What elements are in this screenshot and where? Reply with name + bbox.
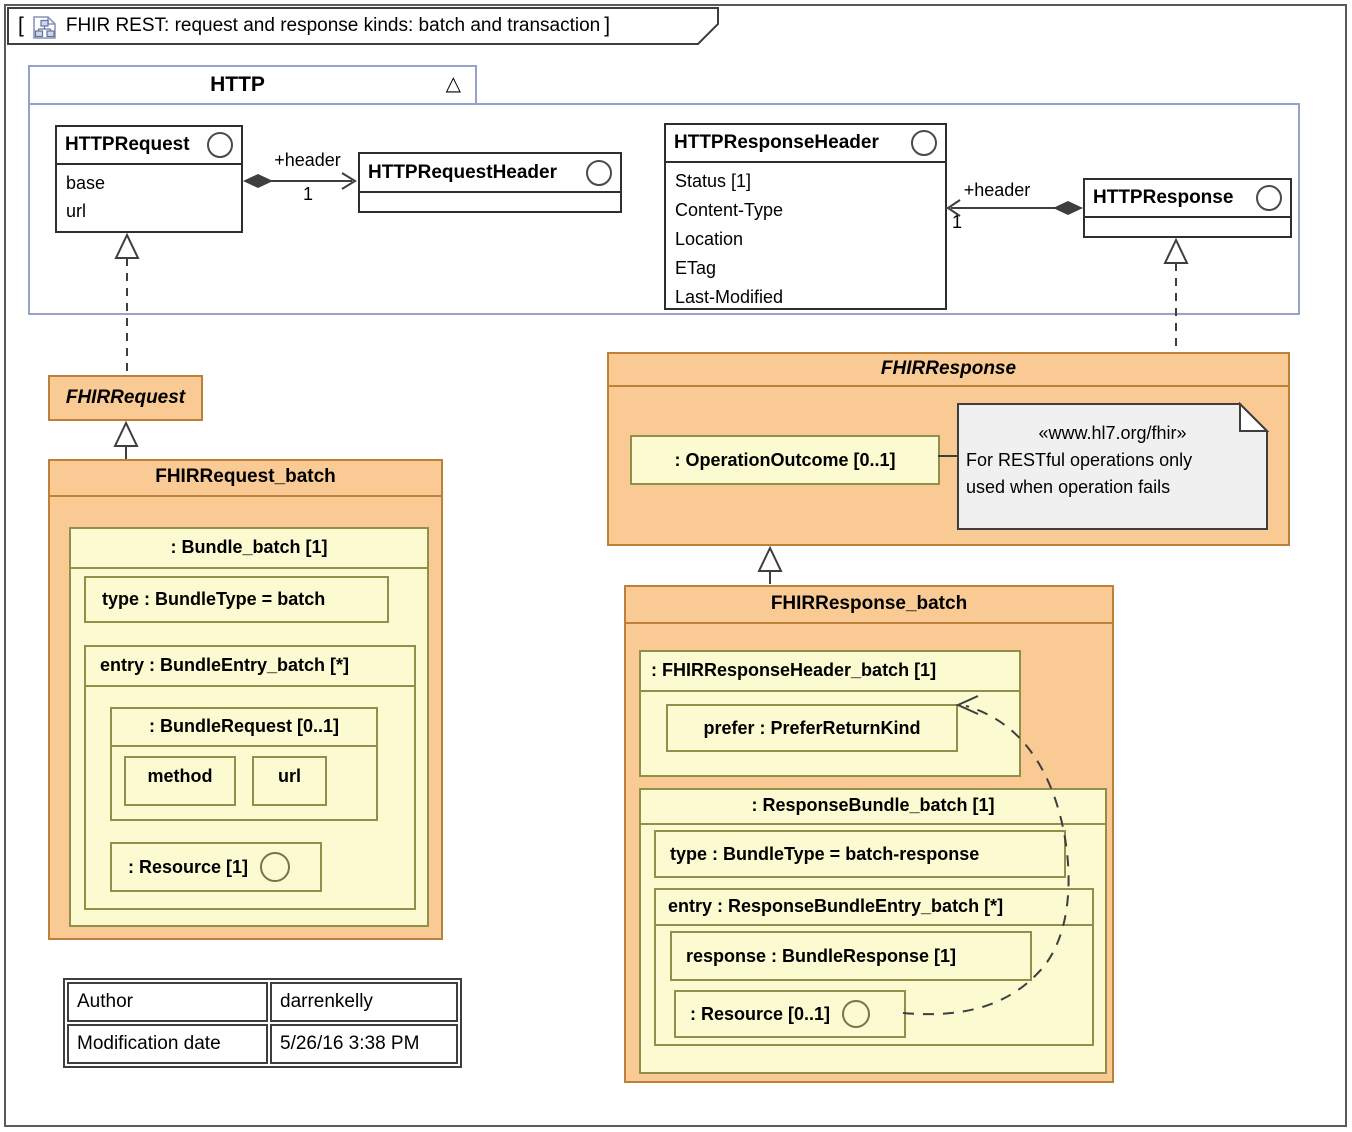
class-fhir-response-name: FHIRResponse <box>609 354 1288 387</box>
class-fhir-response-batch[interactable]: FHIRResponse_batch : FHIRResponseHeader_… <box>624 585 1114 1083</box>
part-resource-request[interactable]: : Resource [1] <box>110 842 322 892</box>
http-package-tab[interactable]: HTTP △ <box>28 65 477 105</box>
class-http-response-header-name: HTTPResponseHeader <box>674 132 879 153</box>
part-url[interactable]: url <box>252 756 327 806</box>
interface-ball-icon <box>586 159 612 186</box>
class-http-request[interactable]: HTTPRequest base url <box>55 125 243 233</box>
part-bundle-response-label: response : BundleResponse [1] <box>686 945 957 966</box>
note-stereotype: «www.hl7.org/fhir» <box>1038 423 1187 443</box>
request-header-role-label: +header <box>274 150 341 170</box>
collapse-triangle-icon[interactable]: △ <box>445 73 461 95</box>
class-http-response-name: HTTPResponse <box>1093 187 1234 208</box>
interface-ball-icon <box>207 132 233 158</box>
note-line: used when operation fails <box>966 477 1171 497</box>
class-fhir-request-batch-name: FHIRRequest_batch <box>50 461 441 497</box>
part-method-label: method <box>147 766 213 786</box>
attribute: Last-Modified <box>675 287 784 307</box>
class-http-request-header-name: HTTPRequestHeader <box>368 161 557 183</box>
part-bundle-request[interactable]: : BundleRequest [0..1] method url <box>110 707 378 821</box>
part-response-bundle-entry[interactable]: entry : ResponseBundleEntry_batch [*] re… <box>654 888 1094 1046</box>
attribute: Status [1] <box>675 171 752 191</box>
info-moddate-value: 5/26/16 3:38 PM <box>270 1024 458 1064</box>
part-prefer-label: prefer : PreferReturnKind <box>703 717 921 738</box>
class-fhir-response-batch-name: FHIRResponse_batch <box>626 587 1112 624</box>
interface-ball-icon <box>1256 185 1282 211</box>
class-fhir-request[interactable]: FHIRRequest <box>48 375 203 421</box>
class-fhir-request-name: FHIRRequest <box>65 387 186 408</box>
part-resource-response-label: : Resource [0..1] <box>690 1003 831 1024</box>
class-http-request-name: HTTPRequest <box>65 134 190 155</box>
part-response-bundle-type-label: type : BundleType = batch-response <box>670 843 980 864</box>
part-resource-request-label: : Resource [1] <box>128 856 249 877</box>
attribute: base <box>66 173 106 193</box>
part-fhir-response-header-batch-title: : FHIRResponseHeader_batch [1] <box>641 652 1019 692</box>
response-header-multiplicity-label: 1 <box>952 212 963 232</box>
diagram-frame <box>4 4 1347 1127</box>
class-diagram-icon <box>33 16 56 39</box>
class-http-response-header[interactable]: HTTPResponseHeader Status [1] Content-Ty… <box>664 123 947 310</box>
info-author-value: darrenkelly <box>270 982 458 1022</box>
frame-title-tab-shape <box>7 7 719 45</box>
part-fhir-response-header-batch[interactable]: : FHIRResponseHeader_batch [1] prefer : … <box>639 650 1021 777</box>
part-response-bundle-batch-title: : ResponseBundle_batch [1] <box>641 790 1105 825</box>
http-package-name: HTTP <box>210 73 265 96</box>
part-bundle-entry[interactable]: entry : BundleEntry_batch [*] : BundleRe… <box>84 645 416 910</box>
diagram-info-table: Author darrenkelly Modification date 5/2… <box>63 978 462 1068</box>
class-http-request-header[interactable]: HTTPRequestHeader <box>358 152 622 213</box>
part-response-bundle-batch[interactable]: : ResponseBundle_batch [1] type : Bundle… <box>639 788 1107 1074</box>
part-bundle-entry-title: entry : BundleEntry_batch [*] <box>86 647 414 687</box>
hl7-note-text: «www.hl7.org/fhir» For RESTful operation… <box>958 404 1267 529</box>
attribute: Content-Type <box>675 200 784 220</box>
part-response-bundle-entry-title: entry : ResponseBundleEntry_batch [*] <box>656 890 1092 926</box>
interface-ball-icon <box>842 1000 871 1028</box>
frame-bracket-close: ] <box>604 14 611 37</box>
part-operation-outcome[interactable]: : OperationOutcome [0..1] <box>630 435 940 485</box>
part-resource-response[interactable]: : Resource [0..1] <box>674 990 906 1038</box>
interface-ball-icon <box>911 130 937 156</box>
interface-ball-icon <box>260 852 291 882</box>
part-bundle-batch-title: : Bundle_batch [1] <box>71 529 427 569</box>
part-operation-outcome-label: : OperationOutcome [0..1] <box>674 449 896 470</box>
part-bundle-request-title: : BundleRequest [0..1] <box>112 709 376 747</box>
class-http-response[interactable]: HTTPResponse <box>1083 178 1292 238</box>
attribute: ETag <box>675 258 717 278</box>
frame-title: FHIR REST: request and response kinds: b… <box>65 15 601 36</box>
note-line: For RESTful operations only <box>966 450 1193 470</box>
class-fhir-request-batch[interactable]: FHIRRequest_batch : Bundle_batch [1] typ… <box>48 459 443 940</box>
info-moddate-label: Modification date <box>67 1024 268 1064</box>
part-prefer[interactable]: prefer : PreferReturnKind <box>666 704 958 752</box>
part-bundle-type[interactable]: type : BundleType = batch <box>84 576 389 623</box>
response-header-role-label: +header <box>963 180 1031 200</box>
part-response-bundle-type[interactable]: type : BundleType = batch-response <box>654 830 1066 878</box>
frame-bracket-open: [ <box>18 14 24 37</box>
part-bundle-type-label: type : BundleType = batch <box>102 589 326 609</box>
info-author-label: Author <box>67 982 268 1022</box>
part-method[interactable]: method <box>124 756 236 806</box>
attribute: Location <box>675 229 744 249</box>
frame-title-bar: [ FHIR REST: request and response kinds:… <box>14 10 714 42</box>
part-bundle-batch[interactable]: : Bundle_batch [1] type : BundleType = b… <box>69 527 429 927</box>
part-url-label: url <box>277 766 301 786</box>
request-header-multiplicity-label: 1 <box>303 184 314 204</box>
part-bundle-response[interactable]: response : BundleResponse [1] <box>670 931 1032 981</box>
attribute: url <box>66 201 87 221</box>
